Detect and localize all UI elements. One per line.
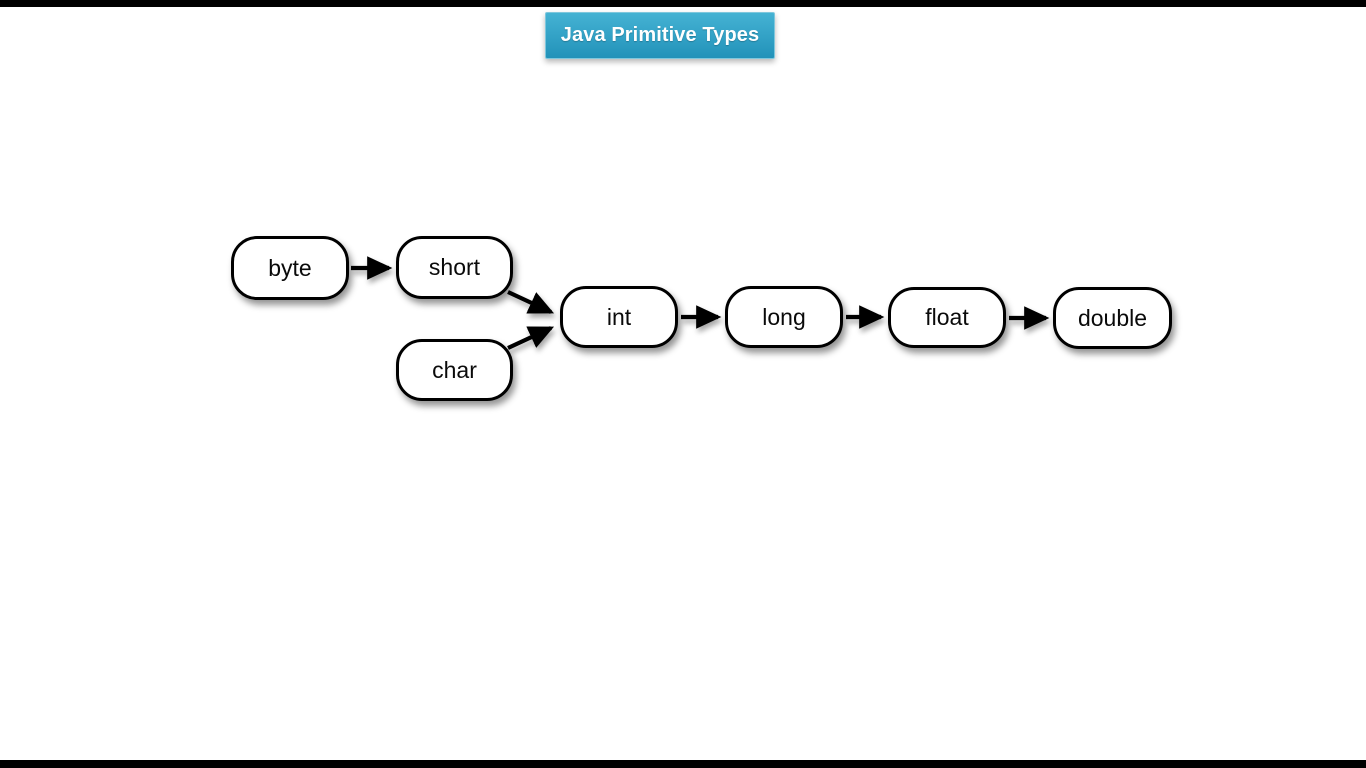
slide-canvas: Java Primitive Types (0, 7, 1366, 760)
node-char-label: char (432, 356, 477, 383)
node-int-label: int (606, 303, 632, 330)
letterbox-bottom (0, 760, 1366, 768)
letterbox-top (0, 0, 1366, 7)
node-byte[interactable]: byte (231, 236, 349, 300)
node-double-label: double (1077, 304, 1148, 331)
edge-char-to-int (507, 326, 555, 350)
node-short[interactable]: short (396, 236, 513, 299)
node-byte-label: byte (268, 254, 312, 281)
title-banner: Java Primitive Types (545, 12, 775, 59)
edge-layer (351, 256, 1050, 350)
page-title: Java Primitive Types (560, 24, 760, 46)
primitive-types-diagram: byte short char int long float double (0, 7, 1366, 760)
node-long[interactable]: long (725, 286, 843, 348)
node-char[interactable]: char (396, 339, 513, 401)
node-int[interactable]: int (560, 286, 678, 348)
edge-short-to-int (507, 290, 555, 314)
node-float-label: float (925, 304, 969, 330)
node-long-label: long (762, 303, 806, 330)
node-short-label: short (428, 254, 481, 280)
node-double[interactable]: double (1053, 287, 1172, 349)
node-float[interactable]: float (888, 287, 1006, 348)
